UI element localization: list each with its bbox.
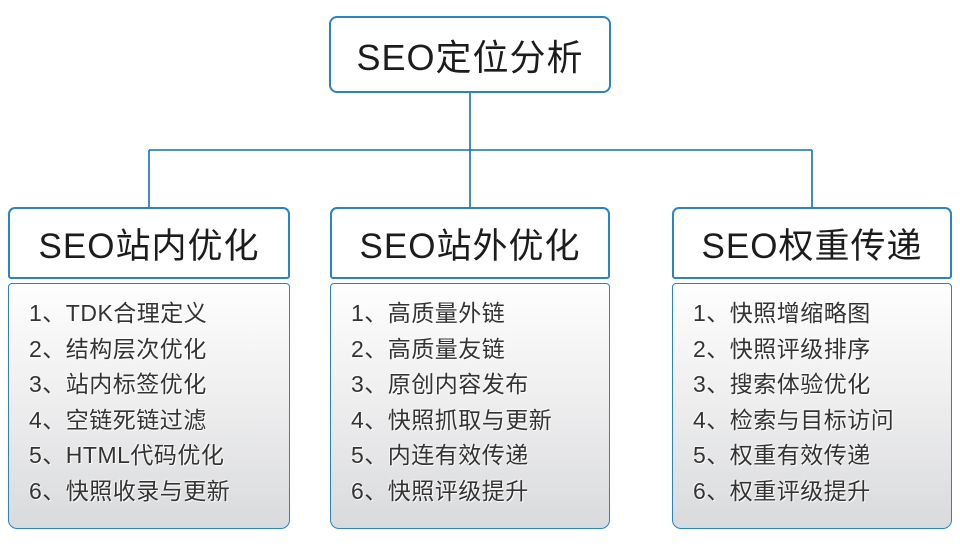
list-item: 4、检索与目标访问 bbox=[693, 406, 895, 433]
list-item: 5、HTML代码优化 bbox=[29, 442, 225, 468]
list-item: 6、快照收录与更新 bbox=[29, 477, 231, 504]
column-title: SEO站内优化 bbox=[38, 226, 260, 266]
list-item: 4、快照抓取与更新 bbox=[351, 406, 553, 433]
list-item: 1、快照增缩略图 bbox=[693, 300, 871, 326]
list-item: 6、快照评级提升 bbox=[351, 477, 529, 504]
column-onsite-optimization: SEO站内优化 1、TDK合理定义 2、结构层次优化 3、站内标签优化 4、空链… bbox=[8, 207, 290, 529]
list-item: 4、空链死链过滤 bbox=[29, 406, 207, 433]
list-item: 6、权重评级提升 bbox=[693, 477, 871, 504]
column-item-list: 1、高质量外链 2、高质量友链 3、原创内容发布 4、快照抓取与更新 5、内连有… bbox=[330, 283, 610, 529]
list-item: 3、搜索体验优化 bbox=[693, 371, 871, 397]
list-item: 5、内连有效传递 bbox=[351, 442, 529, 468]
list-item: 2、结构层次优化 bbox=[29, 335, 207, 362]
root-node: SEO定位分析 bbox=[329, 16, 611, 93]
column-header: SEO站外优化 bbox=[330, 207, 610, 279]
column-item-list: 1、TDK合理定义 2、结构层次优化 3、站内标签优化 4、空链死链过滤 5、H… bbox=[8, 283, 290, 529]
column-header: SEO权重传递 bbox=[672, 207, 952, 279]
column-offsite-optimization: SEO站外优化 1、高质量外链 2、高质量友链 3、原创内容发布 4、快照抓取与… bbox=[330, 207, 610, 529]
list-item: 5、权重有效传递 bbox=[693, 442, 871, 468]
list-item: 2、高质量友链 bbox=[351, 335, 506, 362]
list-item: 3、原创内容发布 bbox=[351, 371, 529, 397]
root-title: SEO定位分析 bbox=[356, 36, 584, 78]
list-item: 3、站内标签优化 bbox=[29, 371, 207, 397]
column-title: SEO权重传递 bbox=[701, 226, 923, 266]
column-weight-transfer: SEO权重传递 1、快照增缩略图 2、快照评级排序 3、搜索体验优化 4、检索与… bbox=[672, 207, 952, 529]
list-item: 1、TDK合理定义 bbox=[29, 300, 208, 326]
list-item: 1、高质量外链 bbox=[351, 300, 506, 326]
column-item-list: 1、快照增缩略图 2、快照评级排序 3、搜索体验优化 4、检索与目标访问 5、权… bbox=[672, 283, 952, 529]
list-item: 2、快照评级排序 bbox=[693, 335, 871, 362]
column-title: SEO站外优化 bbox=[359, 226, 581, 266]
column-header: SEO站内优化 bbox=[8, 207, 290, 279]
